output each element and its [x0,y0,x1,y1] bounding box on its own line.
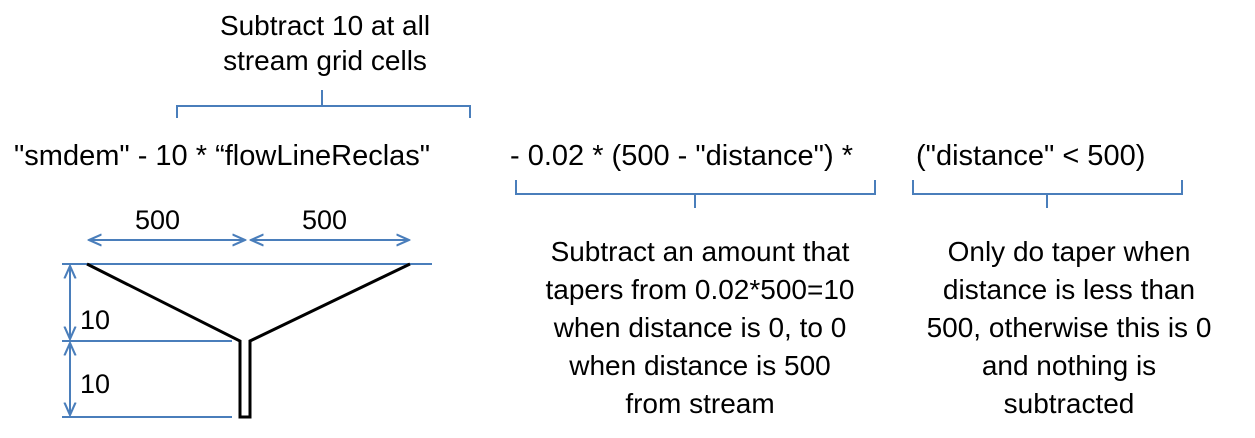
left-width-label: 500 [135,205,181,235]
stream-cells-note: Subtract 10 at all stream grid cells [219,10,431,76]
formula-condition-term: ("distance" < 500) [916,140,1146,172]
taper-note: Subtract an amount that tapers from 0.02… [545,236,855,419]
formula-taper-term: - 0.02 * (500 - "distance") * [510,140,853,172]
stream-cells-brace [176,90,471,118]
formula-stream-term: "smdem" - 10 * “flowLineReclas" [14,140,431,172]
right-width-label: 500 [302,205,348,235]
taper-brace [515,180,876,208]
lower-depth-label: 10 [80,369,111,399]
condition-note: Only do taper when distance is less than… [926,236,1212,419]
upper-depth-label: 10 [80,305,111,335]
condition-brace [912,180,1183,208]
channel-profile [86,262,411,419]
